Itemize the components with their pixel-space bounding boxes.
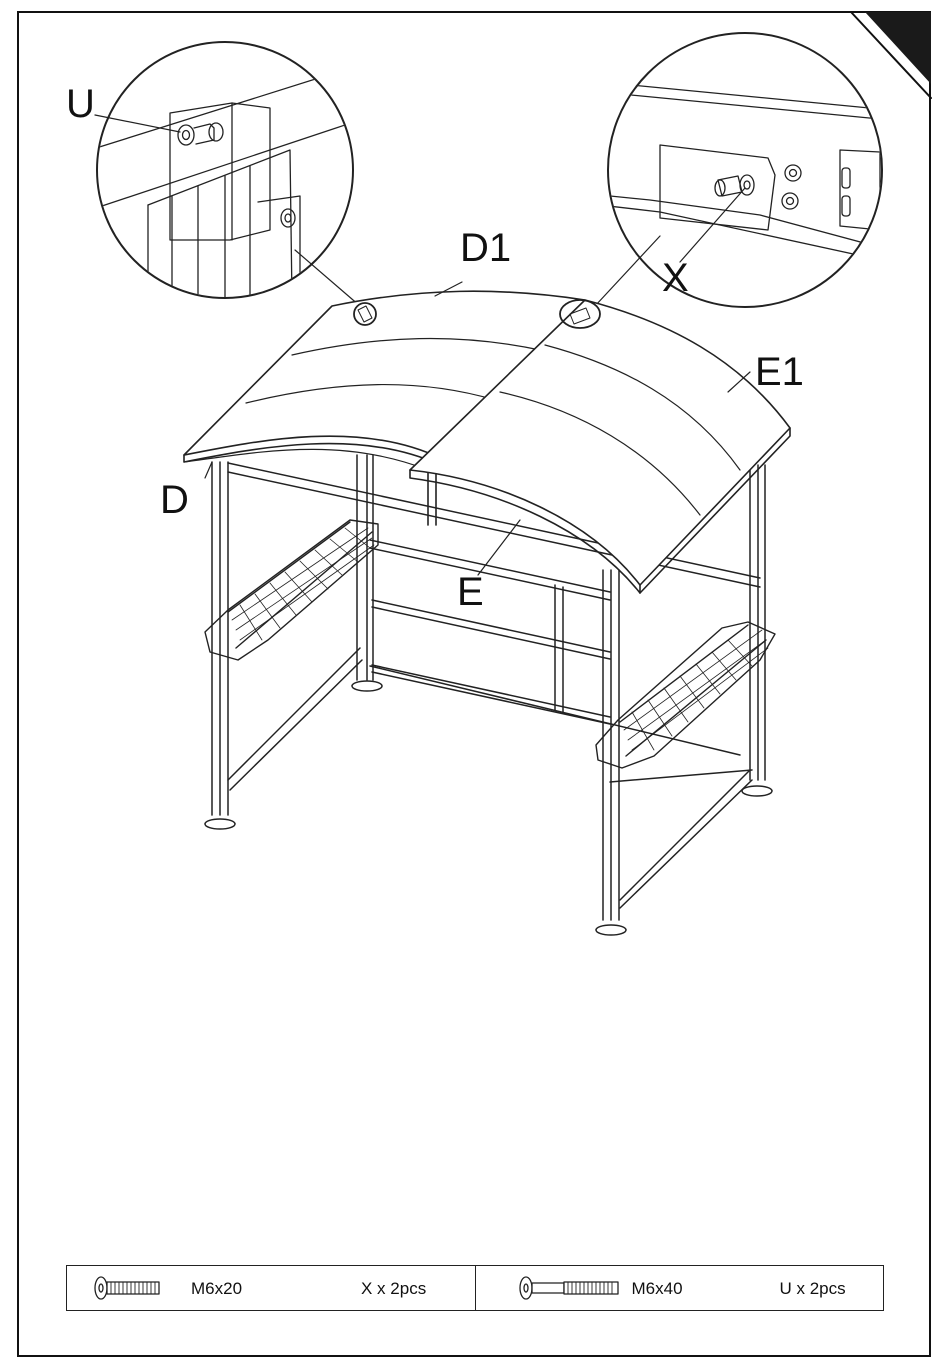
hardware-qty: X x 2pcs — [361, 1279, 426, 1299]
right-tray — [596, 622, 775, 768]
hardware-size: M6x40 — [632, 1279, 683, 1299]
leader-detail-u — [295, 250, 360, 306]
page-corner-tab — [851, 12, 931, 98]
hardware-qty: U x 2pcs — [780, 1279, 846, 1299]
label-u: U — [66, 84, 95, 124]
leader-x — [680, 188, 745, 262]
hardware-row-x: M6x20 X x 2pcs — [67, 1266, 475, 1310]
leader-u — [95, 115, 180, 132]
label-d: D — [160, 480, 189, 520]
label-x: X — [662, 258, 689, 298]
label-e1: E1 — [755, 352, 804, 392]
hardware-size: M6x20 — [191, 1279, 242, 1299]
hardware-row-u: M6x40 U x 2pcs — [475, 1266, 884, 1310]
gazebo-roof — [184, 291, 790, 593]
detail-circle-u — [90, 42, 360, 300]
label-e: E — [457, 572, 484, 612]
detail-circle-x — [600, 33, 890, 307]
leader-detail-x — [595, 236, 660, 306]
hardware-table: M6x20 X x 2pcs M6x40 U x 2pcs — [66, 1265, 884, 1311]
label-d1: D1 — [460, 228, 511, 268]
left-tray — [205, 520, 378, 660]
